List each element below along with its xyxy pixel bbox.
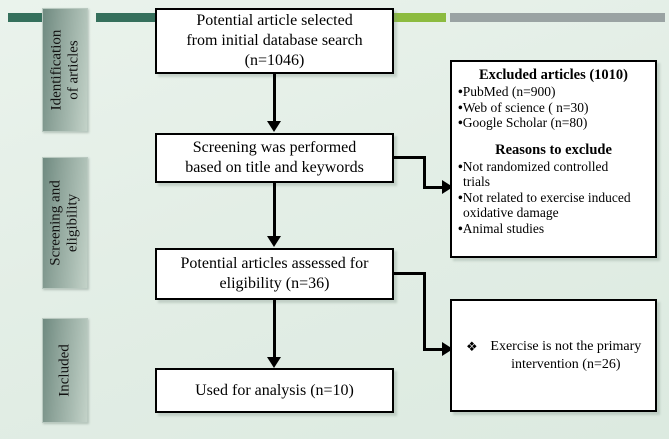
flow-box-screening: Screening was performed based on title a… [155, 133, 394, 183]
diamond-bullet-icon: ❖ [466, 338, 478, 354]
bullet-icon: • [458, 158, 463, 174]
sidebar-stage-included-line1: Included [56, 344, 73, 397]
exclude-reason-animal-studies: •Animal studies [458, 221, 649, 237]
flow-box-analysis: Used for analysis (n=10) [155, 368, 394, 413]
exclude-reason-not-related-cont: oxidative damage [463, 205, 559, 220]
bullet-icon: • [458, 84, 463, 99]
sidebar-stage-identification-label: Identification of articles [48, 30, 82, 111]
banner-light-green-segment [392, 13, 446, 22]
banner-dark-left-segment [8, 13, 42, 22]
flow-box-initial-search-line2: from initial database search [186, 32, 363, 49]
exclude-reason-not-rct: •Not randomized controlled [458, 159, 649, 175]
flow-box-initial-search: Potential article selected from initial … [155, 8, 394, 74]
flow-box-eligibility: Potential articles assessed for eligibil… [155, 248, 394, 300]
banner-gray-segment [450, 13, 665, 22]
sidebar-stage-screening-line2: eligibility [65, 193, 82, 253]
connector-screening-to-excluded-h1 [394, 156, 426, 159]
sidebar-stage-identification-line1: Identification [48, 29, 64, 111]
exclude-reason-not-related: •Not related to exercise induced [458, 190, 649, 206]
flow-box-screening-line2: based on title and keywords [185, 159, 364, 176]
connector-eligibility-to-intervention-h1 [394, 272, 426, 275]
flow-box-eligibility-line2: eligibility (n=36) [219, 275, 330, 292]
connector-search-to-screening-arrowhead [267, 121, 281, 132]
connector-screening-to-excluded-v [423, 156, 426, 189]
flow-box-eligibility-line1: Potential articles assessed for [180, 255, 369, 272]
exclude-reason-not-rct-cont: trials [463, 174, 490, 189]
bullet-icon: • [458, 220, 463, 236]
exclude-reason-animal-studies-text: Animal studies [462, 220, 545, 236]
connector-eligibility-to-intervention-arrowhead [442, 342, 453, 356]
connector-eligibility-to-analysis-arrowhead [267, 357, 281, 368]
excluded-source-webofscience-text: Web of science ( n=30) [462, 99, 589, 115]
sidebar-stage-included-label: Included [57, 344, 74, 396]
connector-eligibility-to-intervention-h2 [423, 348, 445, 351]
reasons-to-exclude-title: Reasons to exclude [495, 141, 612, 158]
intervention-exclusion-text: Exercise is not the primary intervention… [487, 338, 645, 374]
sidebar-stage-identification: Identification of articles [42, 8, 88, 132]
flow-box-initial-search-line3: (n=1046) [244, 52, 305, 69]
sidebar-stage-screening: Screening and eligibility [42, 157, 88, 289]
excluded-source-webofscience: •Web of science ( n=30) [458, 100, 649, 116]
connector-screening-to-excluded-h2 [423, 186, 445, 189]
connector-search-to-screening-line [273, 74, 276, 122]
flow-box-initial-search-line1: Potential article selected [196, 12, 353, 29]
flow-box-screening-line1: Screening was performed [192, 139, 357, 156]
flow-box-analysis-line1: Used for analysis (n=10) [195, 381, 354, 399]
connector-screening-to-eligibility-arrowhead [267, 236, 281, 247]
sidebar-stage-included: Included [42, 318, 88, 423]
excluded-articles-title: Excluded articles (1010) [478, 67, 628, 83]
excluded-source-googlescholar: •Google Scholar (n=80) [458, 115, 649, 131]
intervention-exclusion-box: ❖ Exercise is not the primary interventi… [450, 299, 657, 412]
intervention-exclusion-line1: Exercise is not the primary [490, 338, 642, 354]
sidebar-stage-identification-line2: of articles [65, 40, 81, 100]
excluded-source-pubmed: •PubMed (n=900) [458, 84, 649, 100]
connector-eligibility-to-analysis-line [273, 300, 276, 358]
sidebar-stage-screening-label: Screening and eligibility [48, 180, 82, 265]
excluded-source-googlescholar-text: Google Scholar (n=80) [462, 115, 588, 130]
bullet-icon: • [458, 99, 463, 115]
connector-eligibility-to-intervention-v [423, 272, 426, 351]
intervention-exclusion-line2: intervention (n=26) [511, 356, 621, 372]
bullet-icon: • [458, 189, 463, 205]
exclude-reason-not-related-text: Not related to exercise induced [462, 189, 631, 205]
sidebar-stage-screening-line1: Screening and [48, 180, 65, 266]
intervention-exclusion-content: ❖ Exercise is not the primary interventi… [452, 338, 655, 374]
excluded-source-pubmed-text: PubMed (n=900) [462, 84, 556, 99]
connector-screening-to-excluded-arrowhead [442, 180, 453, 194]
excluded-articles-box: Excluded articles (1010) •PubMed (n=900)… [450, 60, 657, 258]
bullet-icon: • [458, 115, 463, 130]
connector-screening-to-eligibility-line [273, 183, 276, 237]
exclude-reason-not-rct-text: Not randomized controlled [462, 158, 609, 174]
